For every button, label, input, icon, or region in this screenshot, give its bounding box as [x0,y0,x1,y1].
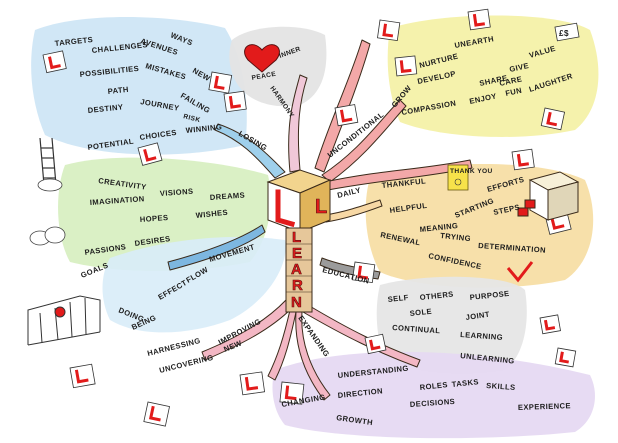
l-placard-icons [42,8,577,427]
ladder-icon [39,137,57,186]
l-plate-icon [394,55,418,77]
label-experience: EXPERIENCE [518,401,571,412]
money-note-icon: £$ [554,22,580,42]
label-skills: SKILLS [486,381,516,392]
money-symbols: £$ [559,29,569,38]
spine-letter-2: E [292,245,302,262]
l-plate-icon [42,50,67,74]
label-self: SELF [387,293,409,304]
label-fun: FUN [505,86,523,98]
label-purpose: PURPOSE [469,289,510,302]
label-peace: PEACE [251,71,277,82]
label-imagination: IMAGINATION [90,194,145,207]
l-plate-icon [69,363,96,389]
label-path: PATH [107,85,129,96]
label-risk: RISK [183,113,202,124]
label-roles: ROLES [419,380,448,392]
zone-education [376,276,527,374]
l-plate-icon [239,371,266,396]
l-plate-icon [208,71,233,94]
label-decisions: DECISIONS [410,397,456,409]
label-destiny: DESTINY [87,102,123,115]
label-tasks: TASKS [451,377,479,389]
branch-education: EDUCATION SELF OTHERS PURPOSE SOLE JOINT… [322,265,516,365]
l-plate-icon [334,104,359,127]
label-visions: VISIONS [160,187,194,198]
label-continual: CONTINUAL [392,323,441,335]
label-give: GIVE [509,61,530,74]
l-plate-icon [279,381,305,405]
zone-top-left [31,17,247,155]
l-plate-icon [143,401,170,427]
trunk-branches [167,39,473,401]
center-letter: L [315,196,327,218]
label-hopes: HOPES [140,213,169,224]
goal-net-icon [27,295,101,346]
thank-you-note-icon: THANK YOU [447,164,493,191]
label-wishes: WISHES [195,208,228,220]
l-plate-icon [554,347,577,368]
label-targets: TARGETS [54,35,93,48]
center-l-box: L [266,169,332,233]
thank-you-text: THANK YOU [450,168,493,175]
l-plate-icon [223,90,247,113]
label-winning: WINNING [185,122,222,135]
label-sole: SOLE [409,307,432,318]
l-plate-icon [540,107,566,131]
cloud-icon [29,178,66,246]
label-dreams: DREAMS [210,191,246,202]
l-plate-icon [467,8,491,31]
l-plate-icon [377,19,401,42]
spine-letter-3: A [291,261,302,278]
heart-icon [244,44,280,73]
l-plate-icon [539,314,561,335]
zone-top-right [387,15,599,137]
l-plate-icon [364,333,387,355]
learn-spine: L E A R N [285,227,313,313]
spine-letter-5: N [291,294,302,311]
l-plate-icon [352,261,376,284]
label-harnessing: HARNESSING [146,336,201,358]
label-learning: LEARNING [460,330,503,342]
steps-box-icon [517,171,580,221]
l-plate-icon [511,148,535,171]
label-uncovering: UNCOVERING [158,353,214,375]
checkmark-icon [506,261,534,283]
label-others: OTHERS [419,289,454,302]
label-joint: JOINT [465,310,490,322]
zone-expanding [272,351,595,439]
spine-letter-1: L [292,229,301,246]
zone-movement [102,236,286,333]
spine-letter-4: R [292,277,303,294]
label-trying: TRYING [440,231,472,243]
label-meaning: MEANING [419,221,458,234]
l-plate-icon [137,142,163,166]
